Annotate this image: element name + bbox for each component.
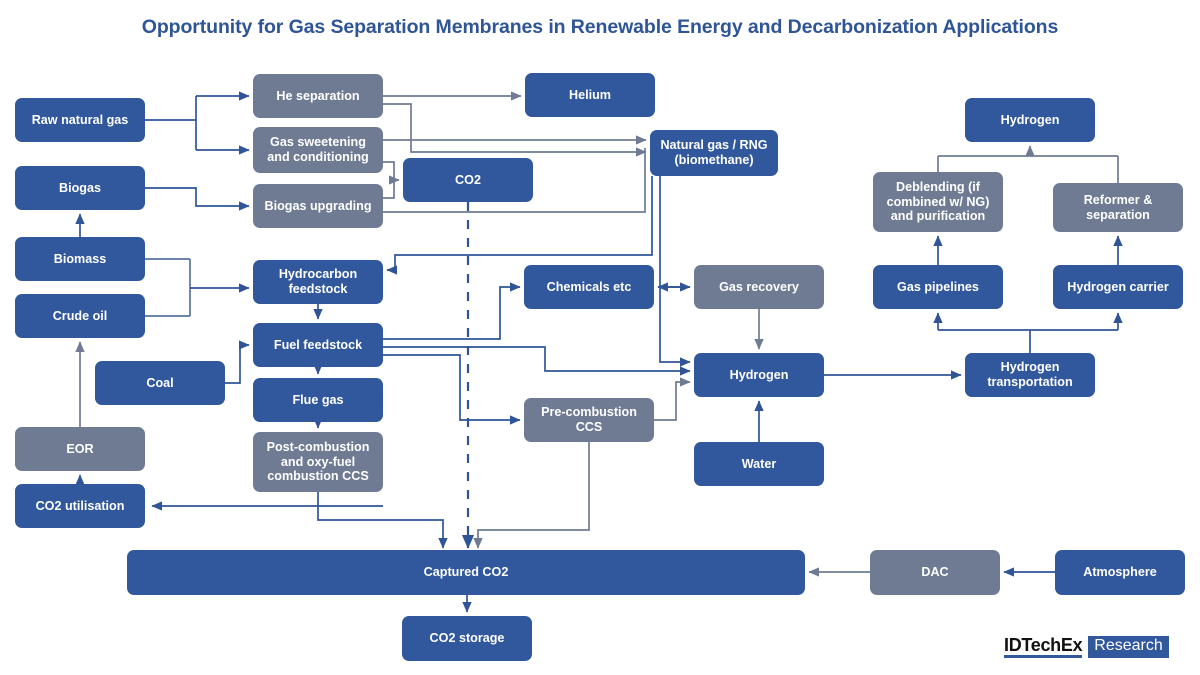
node-reformer-separation[interactable]: Reformer & separation [1053, 183, 1183, 232]
node-hydrocarbon-feedstock[interactable]: Hydrocarbon feedstock [253, 260, 383, 304]
node-label: Fuel feedstock [273, 337, 363, 352]
node-label: Gas pipelines [897, 279, 979, 294]
logo-suffix: Research [1088, 636, 1169, 658]
node-label: Crude oil [52, 308, 108, 323]
node-label: Atmosphere [1083, 565, 1157, 580]
node-label: CO2 storage [429, 631, 505, 646]
node-pre-combustion-ccs[interactable]: Pre-combustion CCS [524, 398, 654, 442]
node-label: He separation [276, 88, 360, 103]
node-post-combustion[interactable]: Post-combustion and oxy-fuel combustion … [253, 432, 383, 492]
node-coal[interactable]: Coal [95, 361, 225, 405]
node-biomass[interactable]: Biomass [15, 237, 145, 281]
node-dac[interactable]: DAC [870, 550, 1000, 595]
node-label: Pre-combustion CCS [541, 405, 637, 434]
node-label: Post-combustion and oxy-fuel combustion … [266, 439, 370, 484]
node-label: Biomass [53, 251, 107, 266]
node-flue-gas[interactable]: Flue gas [253, 378, 383, 422]
node-co2-storage[interactable]: CO2 storage [402, 616, 532, 661]
node-he-separation[interactable]: He separation [253, 74, 383, 118]
node-deblending[interactable]: Deblending (if combined w/ NG) and purif… [873, 172, 1003, 232]
node-label: Gas recovery [719, 279, 799, 294]
node-co2-utilisation[interactable]: CO2 utilisation [15, 484, 145, 528]
node-captured-co2[interactable]: Captured CO2 [127, 550, 805, 595]
node-chemicals-etc[interactable]: Chemicals etc [524, 265, 654, 309]
node-label: Hydrogen [1000, 112, 1060, 127]
node-gas-pipelines[interactable]: Gas pipelines [873, 265, 1003, 309]
node-label: Deblending (if combined w/ NG) and purif… [886, 179, 990, 224]
idtechex-logo: IDTechEx Research [1004, 636, 1169, 658]
node-raw-natural-gas[interactable]: Raw natural gas [15, 98, 145, 142]
page-title: Opportunity for Gas Separation Membranes… [141, 16, 1059, 38]
node-eor[interactable]: EOR [15, 427, 145, 471]
node-biogas-upgrading[interactable]: Biogas upgrading [253, 184, 383, 228]
node-label: EOR [66, 441, 94, 456]
node-label: Hydrogen carrier [1067, 279, 1169, 294]
node-gas-sweetening[interactable]: Gas sweetening and conditioning [253, 127, 383, 173]
node-helium[interactable]: Helium [525, 73, 655, 117]
node-label: Reformer & separation [1083, 192, 1153, 222]
node-water[interactable]: Water [694, 442, 824, 486]
node-label: Chemicals etc [546, 279, 632, 294]
node-label: Helium [569, 87, 611, 102]
node-atmosphere[interactable]: Atmosphere [1055, 550, 1185, 595]
node-co2[interactable]: CO2 [403, 158, 533, 202]
logo-brand: IDTechEx [1004, 636, 1083, 658]
node-label: Captured CO2 [423, 565, 509, 580]
node-label: Gas sweetening and conditioning [267, 135, 369, 164]
node-biogas[interactable]: Biogas [15, 166, 145, 210]
node-label: Raw natural gas [31, 112, 129, 127]
node-label: Biogas [59, 180, 101, 195]
node-natural-gas-rng[interactable]: Natural gas / RNG (biomethane) [650, 130, 778, 176]
node-label: Hydrogen transportation [987, 360, 1073, 389]
node-label: Natural gas / RNG (biomethane) [660, 138, 768, 167]
node-gas-recovery[interactable]: Gas recovery [694, 265, 824, 309]
node-label: Coal [146, 375, 174, 390]
node-hydrogen-transportation[interactable]: Hydrogen transportation [965, 353, 1095, 397]
node-label: CO2 [455, 172, 481, 187]
node-label: Hydrogen [729, 367, 789, 382]
node-fuel-feedstock[interactable]: Fuel feedstock [253, 323, 383, 367]
node-label: DAC [921, 565, 949, 580]
node-hydrogen-top[interactable]: Hydrogen [965, 98, 1095, 142]
node-crude-oil[interactable]: Crude oil [15, 294, 145, 338]
node-label: Hydrocarbon feedstock [278, 267, 358, 296]
node-hydrogen-center[interactable]: Hydrogen [694, 353, 824, 397]
node-label: Biogas upgrading [264, 198, 372, 213]
node-label: CO2 utilisation [35, 498, 125, 513]
node-hydrogen-carrier[interactable]: Hydrogen carrier [1053, 265, 1183, 309]
node-label: Water [741, 456, 777, 471]
node-label: Flue gas [292, 392, 344, 407]
